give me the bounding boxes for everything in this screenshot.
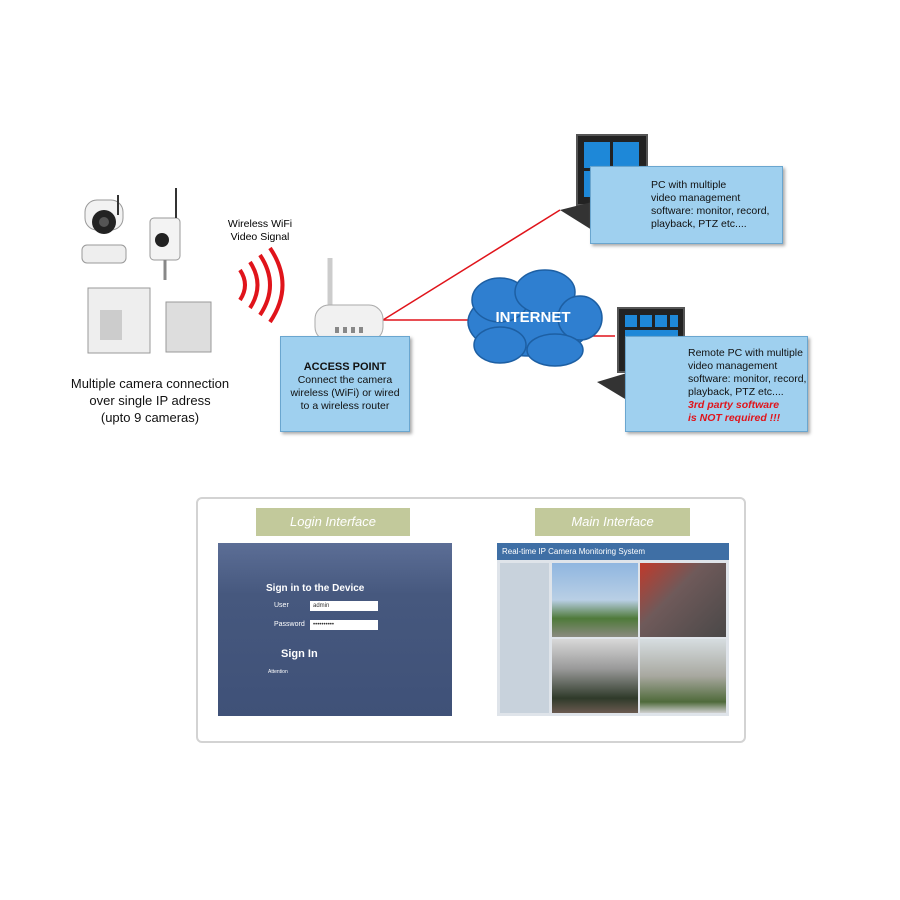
cameras-caption: Multiple camera connection over single I…: [55, 375, 245, 426]
login-title: Sign in to the Device: [266, 583, 365, 594]
wireless-label-line: Wireless WiFi: [227, 218, 293, 230]
caption-line: (upto 9 cameras): [100, 410, 200, 425]
video-grid: [552, 563, 726, 713]
access-point-text: wireless (WiFi) or wired: [290, 387, 400, 399]
video-feed[interactable]: [640, 563, 726, 637]
user-label: User: [274, 602, 289, 609]
router-icon: [314, 258, 384, 342]
video-feed[interactable]: [552, 639, 638, 713]
access-point-text: to a wireless router: [300, 400, 390, 412]
pc-text: playback, PTZ etc....: [651, 218, 747, 230]
pc-text: PC with multiple: [651, 179, 727, 191]
password-label: Password: [274, 621, 305, 628]
user-input[interactable]: admin: [310, 601, 378, 611]
control-sidebar[interactable]: [500, 563, 549, 713]
remote-pc-box: Remote PC with multiple video management…: [625, 336, 808, 432]
sign-in-button[interactable]: Sign In: [281, 648, 318, 660]
caption-line: Multiple camera connection: [70, 376, 230, 391]
remote-pc-text: software: monitor, record,: [688, 373, 807, 385]
video-feed[interactable]: [640, 639, 726, 713]
caption-line: over single IP adress: [89, 393, 211, 408]
pc-text: video management: [651, 192, 741, 204]
password-input[interactable]: ••••••••••: [310, 620, 378, 630]
remote-pc-text: video management: [688, 360, 778, 372]
main-title: Real-time IP Camera Monitoring System: [497, 543, 729, 560]
pc-box: PC with multiple video management softwa…: [590, 166, 783, 244]
login-interface-tag: Login Interface: [256, 508, 410, 536]
access-point-box: ACCESS POINT Connect the camera wireless…: [280, 336, 410, 432]
login-screenshot: Sign in to the Device User admin Passwor…: [218, 543, 452, 716]
video-feed[interactable]: [552, 563, 638, 637]
access-point-title: ACCESS POINT: [303, 361, 387, 373]
remote-pc-warning: is NOT required !!!: [688, 412, 781, 424]
wifi-signal-icon: [238, 246, 285, 324]
access-point-text: Connect the camera: [297, 374, 393, 386]
remote-pc-text: playback, PTZ etc....: [688, 386, 784, 398]
link-router-pc: [382, 209, 561, 321]
internet-label: INTERNET: [495, 309, 571, 326]
pc-text: software: monitor, record,: [651, 205, 770, 217]
wireless-label: Wireless WiFi Video Signal: [215, 218, 305, 244]
main-interface-tag: Main Interface: [535, 508, 690, 536]
attention-label: Attention: [268, 669, 288, 675]
camera-devices-icon: [81, 188, 212, 354]
remote-pc-text: Remote PC with multiple: [688, 347, 803, 359]
internet-cloud-icon: [467, 269, 603, 367]
main-screenshot: Real-time IP Camera Monitoring System: [497, 543, 729, 716]
interfaces-panel: [196, 497, 746, 743]
wireless-label-line: Video Signal: [230, 231, 290, 243]
remote-pc-warning: 3rd party software: [688, 399, 780, 411]
